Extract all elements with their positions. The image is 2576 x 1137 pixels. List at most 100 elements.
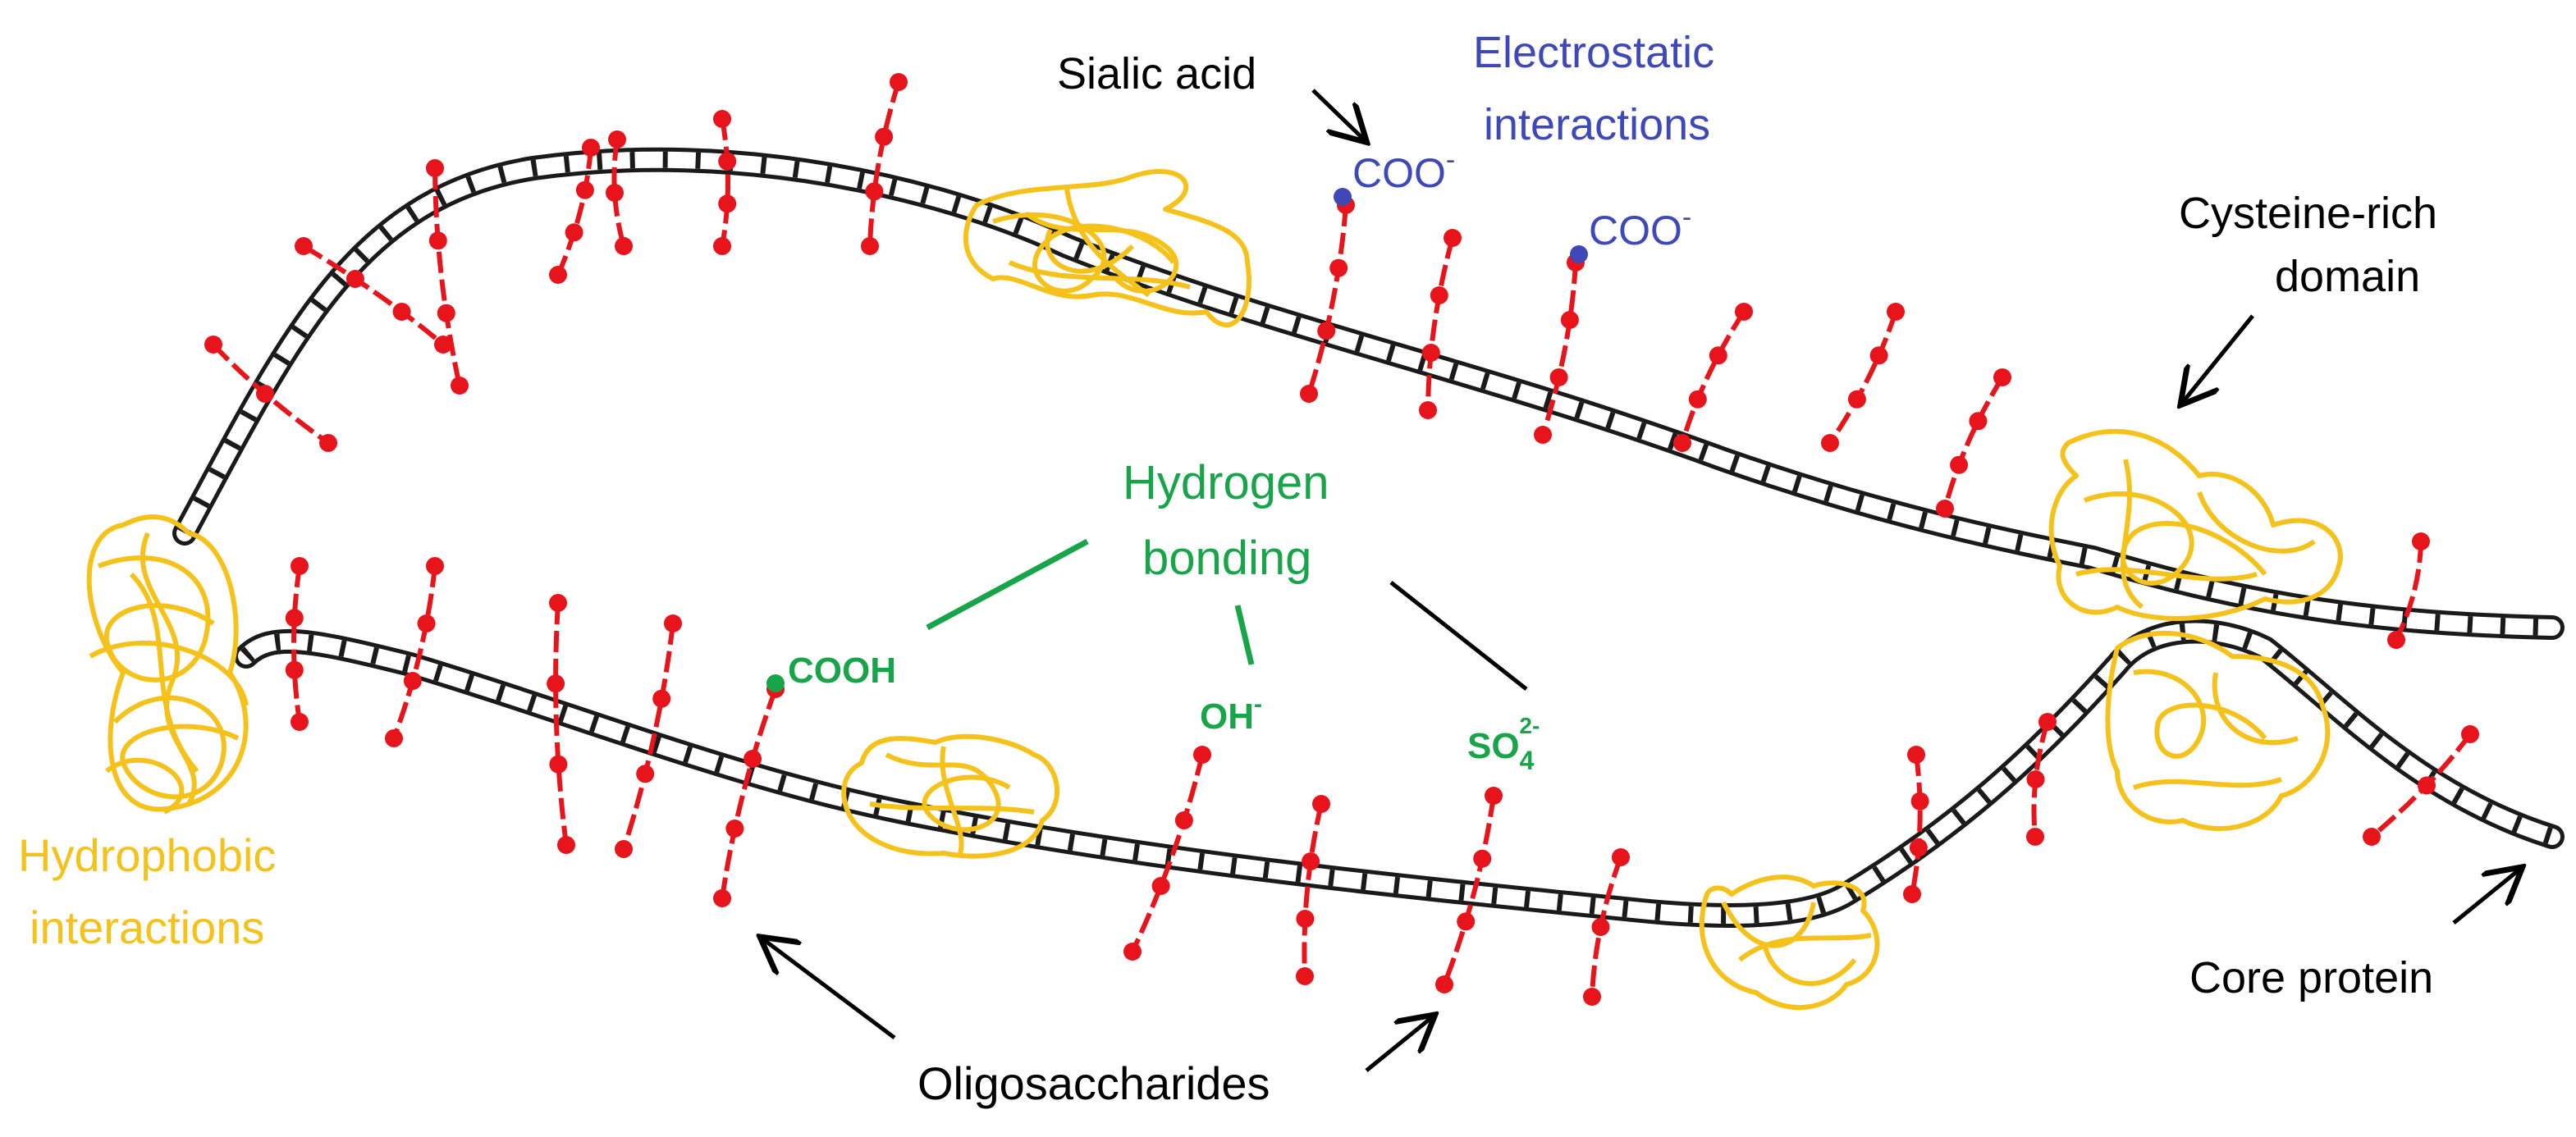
sugar-residue-dot: [1673, 434, 1691, 452]
oligosaccharide-chain: [426, 159, 469, 395]
oligosaccharide-chain-line: [1425, 237, 1455, 411]
sugar-residue-dot: [1193, 746, 1211, 764]
sugar-residue-dot: [1549, 368, 1568, 386]
sugar-residue-dot: [1300, 385, 1318, 403]
sugar-residue-dot: [345, 270, 364, 288]
sugar-residue-dot: [890, 73, 908, 91]
sugar-residue-dot: [713, 237, 731, 255]
oligosaccharide-chain: [2363, 725, 2479, 846]
oligosaccharide-chain-line: [1306, 204, 1348, 395]
oligosaccharide-chain-line: [720, 118, 730, 247]
oligosaccharide-chain: [2387, 532, 2430, 649]
sugar-residue-dot: [285, 609, 304, 628]
hydrophobic-label-line-1: Hydrophobic: [18, 829, 276, 881]
sugar-residue-dot: [582, 139, 600, 157]
sugar-residue-dot: [2461, 725, 2479, 743]
sugar-residue-dot: [718, 152, 737, 171]
domain-lower-right: [1699, 874, 1880, 1011]
sugar-residue-dot: [291, 713, 309, 731]
sugar-residue-dot: [385, 729, 403, 747]
sugar-residue-dot: [1910, 792, 1929, 811]
sialic-acid-label: Sialic acid: [1057, 49, 1256, 98]
coo-label-2: COO-: [1589, 202, 1691, 253]
sugar-residue-dot: [403, 672, 422, 690]
sugar-residue-dot: [575, 180, 594, 199]
sugar-residue-dot: [549, 755, 568, 774]
oligosaccharide-chain-line: [302, 244, 445, 347]
sugar-residue-dot: [1950, 455, 1969, 474]
sugar-residue-dot: [2026, 828, 2044, 846]
sugar-residue-dot: [1847, 390, 1866, 409]
oligosaccharide-chain: [1673, 303, 1753, 452]
domain-right-cysteine-rich: [2048, 429, 2343, 831]
sugar-residue-dot: [319, 434, 337, 452]
oligosaccharide-chain: [713, 680, 785, 907]
sugar-residue-dot: [652, 689, 671, 708]
oligosaccharide-chain-line: [1130, 754, 1205, 953]
sugar-residue-dot: [1821, 434, 1839, 452]
oligosaccharide-chain-line: [1302, 803, 1324, 977]
sugar-residue-dot: [1473, 849, 1492, 868]
oligosaccharide-chain: [204, 336, 337, 452]
sugar-residue-dot: [606, 184, 624, 202]
sugar-residue-dot: [204, 336, 222, 354]
coo-label-1-sup: -: [1446, 144, 1455, 176]
sugar-residue-dot: [2363, 828, 2381, 846]
sugar-residue-dot: [1457, 912, 1476, 931]
sugar-residue-dot: [1591, 918, 1610, 936]
sugar-residue-dot: [1485, 787, 1503, 805]
oligosaccharide-chain: [285, 557, 309, 731]
sugar-residue-dot: [2026, 770, 2045, 788]
sugar-residue-dot: [1534, 426, 1552, 444]
sugar-residue-dot: [615, 840, 633, 858]
coo-label-1-main: COO: [1352, 150, 1446, 196]
cooh-label: COOH: [788, 651, 896, 691]
sugar-residue-dot: [1419, 401, 1437, 419]
sugar-residue-dot: [295, 237, 313, 255]
sugar-residue-dot: [428, 231, 447, 250]
oligosaccharide-chain-line: [1828, 311, 1898, 445]
sugar-residue-dot: [256, 385, 274, 403]
sugar-residue-dot: [1296, 967, 1314, 985]
sugar-residue-dot: [2038, 713, 2057, 731]
sugar-residue-dot: [1907, 746, 1925, 764]
sugar-residue-dot: [434, 336, 452, 354]
oligosaccharide-chains: [204, 73, 2479, 1006]
cysteine-arrow: [2183, 314, 2254, 402]
oligosaccharide-chain-line: [553, 602, 569, 846]
sugar-residue-dot: [1735, 303, 1753, 321]
sugar-residue-dot: [1329, 258, 1348, 277]
hbond-line-oh: [1234, 605, 1255, 665]
sugar-residue-dot: [1869, 346, 1888, 365]
oligosaccharide-chain: [1821, 303, 1905, 452]
domain-upper-middle: [963, 169, 1251, 327]
sugar-residue-dot: [547, 674, 565, 693]
sugar-residue-dot: [608, 130, 626, 148]
cooh-dot: [766, 674, 785, 692]
so4-label-sub: 4: [1520, 746, 1535, 775]
cysteine-label-line-1: Cysteine-rich: [2179, 189, 2437, 238]
sugar-residue-dot: [1296, 910, 1315, 928]
sugar-residue-dot: [417, 614, 436, 632]
sugar-residue-dot: [713, 889, 731, 907]
oligosaccharide-chain: [1903, 746, 1929, 903]
coo-label-1: COO-: [1352, 144, 1455, 196]
hydrogen-label-line-1: Hydrogen: [1123, 456, 1329, 509]
sugar-residue-dot: [1317, 322, 1336, 340]
oligosaccharide-chain-line: [556, 147, 593, 276]
oligosaccharide-chain: [295, 237, 452, 354]
oligosaccharide-chain-line: [1540, 262, 1578, 436]
electrostatic-label-line-2: interactions: [1484, 100, 1710, 149]
oligosaccharide-chain: [606, 130, 633, 255]
oligosaccharide-chain-line: [291, 565, 302, 723]
sugar-residue-dot: [636, 765, 655, 783]
sugar-residue-dot: [1123, 943, 1142, 961]
hbond-line-cooh: [926, 538, 1089, 631]
so4-label-main: SO: [1467, 726, 1520, 766]
sugar-residue-dot: [744, 750, 762, 768]
sugar-residue-dot: [2418, 776, 2436, 795]
cysteine-label-line-2: domain: [2275, 252, 2420, 301]
oligosaccharide-chain: [1583, 848, 1630, 1006]
sugar-residue-dot: [1444, 229, 1462, 247]
oligosaccharides-arrow-left: [763, 939, 896, 1039]
